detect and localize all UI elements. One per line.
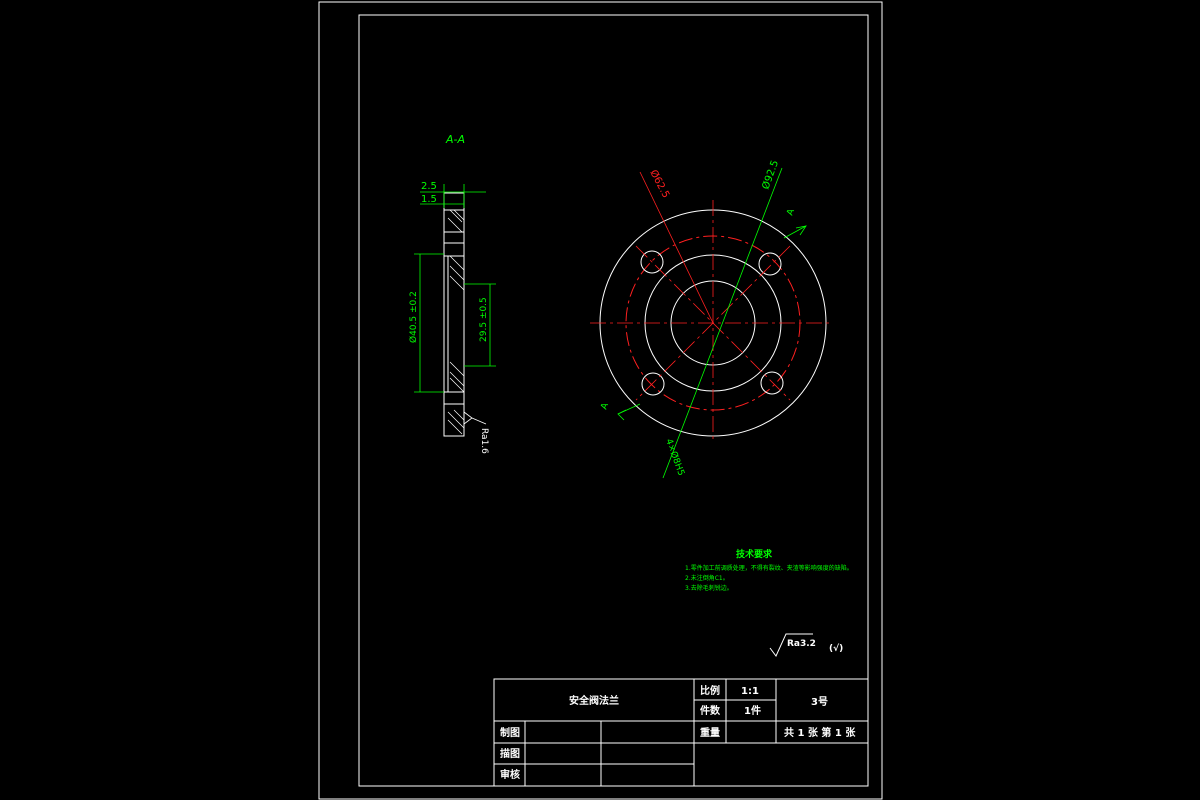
section-label: A-A (445, 133, 465, 146)
section-arrow-bottom (617, 403, 641, 421)
dim-outer: Ø92.5 (760, 159, 782, 191)
bolt-hole (758, 252, 782, 276)
finish-suffix: (√) (829, 643, 843, 654)
surface-finish: Ra3.2 (√) (769, 633, 843, 657)
note-line-2: 2.未注倒角C1。 (685, 574, 729, 582)
section-outline (443, 192, 465, 437)
dim-left-outer: Ø40.5 ±0.2 (408, 291, 419, 343)
section-mark-bottom: A (599, 401, 611, 411)
section-hatching (447, 209, 465, 435)
qty-value: 1件 (744, 704, 761, 717)
section-view: A-A 2.5 1.5 Ø40.5 (408, 133, 496, 454)
finish-symbol (769, 633, 813, 657)
section-mark-top: A (785, 207, 797, 217)
dim-top-outer: 2.5 (421, 181, 437, 192)
part-name: 安全阀法兰 (569, 694, 619, 707)
weight-label: 重量 (700, 726, 720, 739)
design-label: 描图 (500, 747, 520, 760)
roughness-symbol (463, 411, 487, 425)
dim-right-inner: 29.5 ±0.5 (479, 297, 489, 342)
inner-border (358, 14, 869, 787)
right-dimension (464, 283, 496, 367)
scale-label: 比例 (700, 684, 720, 697)
review-label: 审核 (500, 768, 520, 781)
outer-dim-line (662, 167, 783, 479)
note-line-3: 3.去除毛刺锐边。 (685, 584, 733, 592)
left-dimension (414, 253, 444, 393)
dim-holes: 4×Ø8H5 (663, 437, 687, 477)
dim-top-inner: 1.5 (421, 194, 437, 205)
sheet-info: 共 1 张 第 1 张 (784, 726, 856, 739)
technical-notes: 技术要求 1.零件加工前调质处理，不得有裂纹、夹渣等影响强度的缺陷。 2.未注倒… (685, 548, 853, 592)
drawn-label: 制图 (500, 726, 520, 739)
finish-value: Ra3.2 (787, 639, 816, 649)
section-arrow-top (783, 225, 807, 239)
roughness-value: Ra1.6 (479, 428, 489, 454)
title-block (493, 678, 869, 787)
bolt-circle-dim-line (639, 171, 714, 324)
bolt-hole (760, 371, 784, 395)
bolt-hole (641, 372, 665, 396)
notes-title: 技术要求 (736, 548, 773, 560)
plan-view: Ø62.5 Ø92.5 4×Ø8H5 A A (590, 159, 833, 479)
top-dimensions (420, 184, 486, 208)
scale-value: 1:1 (741, 686, 759, 697)
drawing-number: 3号 (811, 696, 828, 708)
note-line-1: 1.零件加工前调质处理，不得有裂纹、夹渣等影响强度的缺陷。 (685, 564, 853, 572)
outer-border (318, 1, 883, 800)
bolt-hole (640, 250, 664, 274)
qty-label: 件数 (700, 704, 721, 717)
